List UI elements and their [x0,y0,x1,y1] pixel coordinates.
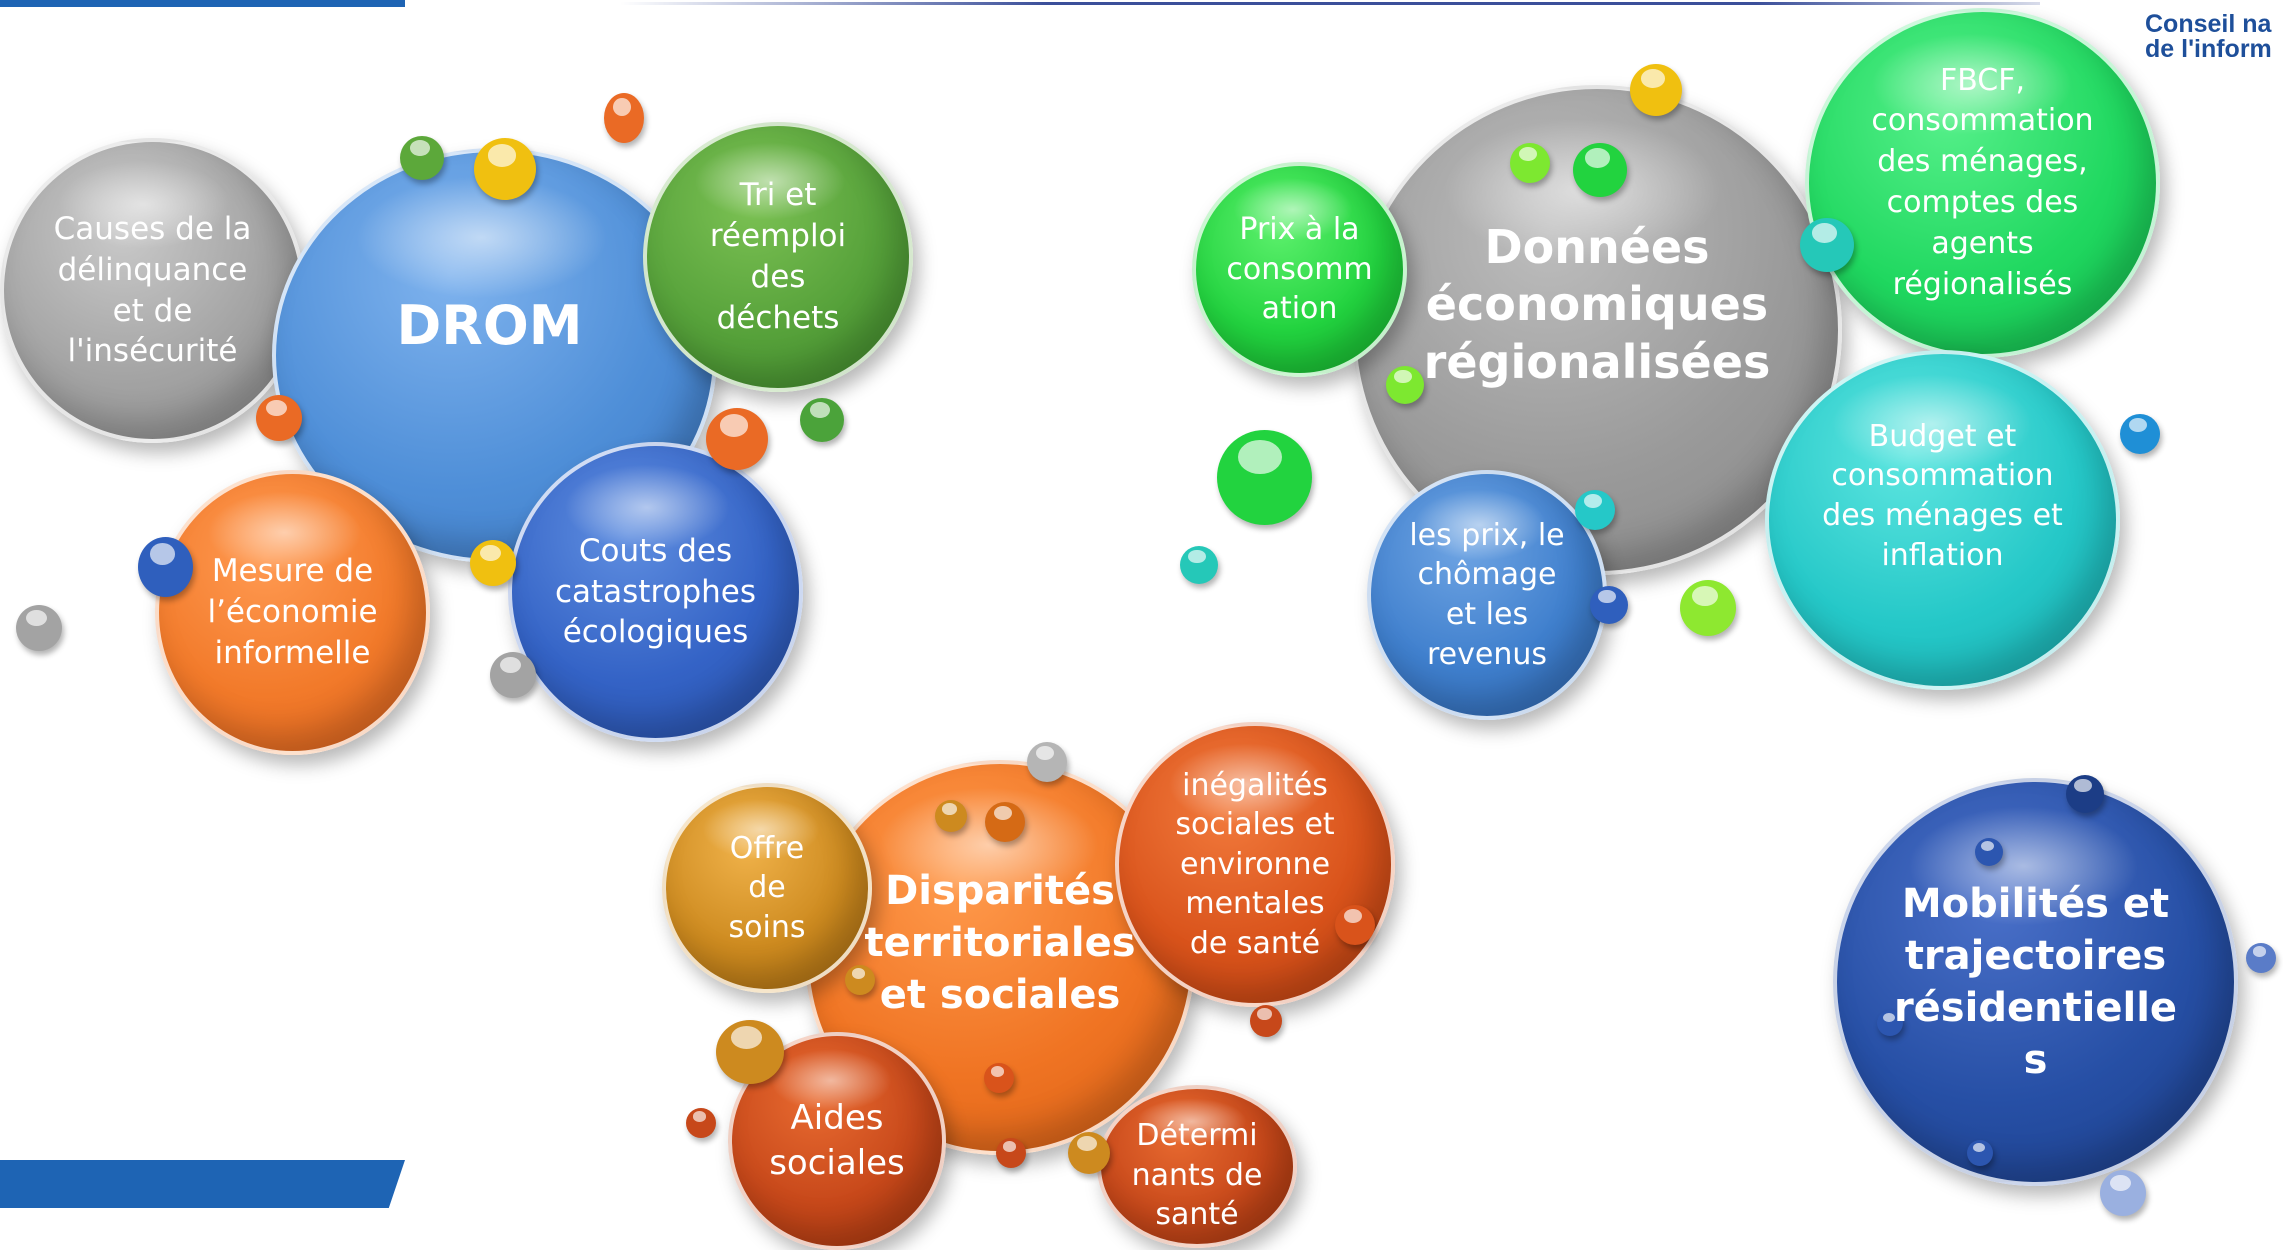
bubble-catastrophes-label: Couts des catastrophes écologiques [554,532,757,651]
bubble-prix-chomage: les prix, le chômage et les revenus [1367,470,1607,720]
dot [1575,490,1615,530]
dot [1800,218,1854,272]
bubble-fbcf: FBCF, consommation des ménages, comptes … [1805,8,2160,358]
bubble-determinants-sante: Détermi nants de santé [1097,1085,1297,1248]
logo-line-2: de l'inform [2145,35,2272,62]
dot [1510,143,1550,183]
dot [16,605,62,651]
dot [1967,1140,1993,1166]
bubble-inegalites-sante-label: inégalités sociales et environne mentale… [1175,767,1335,961]
header-bar [0,0,405,7]
bubble-disparites-label: Disparités territoriales et sociales [864,867,1136,1018]
dot [686,1108,716,1138]
bubble-delinquance: Causes de la délinquance et de l'insécur… [0,138,305,443]
logo: Conseil na de l'inform [2145,12,2283,62]
header-rule [620,2,2040,5]
dot [1217,430,1312,525]
bubble-budget-menages-label: Budget et consommation des ménages et in… [1822,418,2063,573]
dot [845,965,875,995]
bubble-drom-label: DROM [396,293,583,357]
dot [2120,414,2160,454]
bubble-aides-sociales: Aides sociales [728,1032,946,1250]
dot [1335,905,1375,945]
bubble-inegalites-sante: inégalités sociales et environne mentale… [1115,722,1395,1007]
dot [1590,586,1628,624]
bubble-delinquance-label: Causes de la délinquance et de l'insécur… [53,210,252,370]
dot [1680,580,1736,636]
bubble-prix-chomage-label: les prix, le chômage et les revenus [1409,517,1565,672]
dot [985,802,1025,842]
dot [800,398,844,442]
bubble-prix-consommation-label: Prix à la consomm ation [1226,212,1373,327]
bubble-dechets-label: Tri et réemploi des déchets [709,177,847,336]
dot [2100,1170,2146,1216]
bubble-aides-sociales-label: Aides sociales [769,1098,905,1183]
dot [1975,838,2003,866]
dot [1877,1010,1903,1036]
bubble-determinants-sante-label: Détermi nants de santé [1131,1118,1263,1233]
bubble-donnees-economiques-label: Données économiques régionalisées [1423,219,1771,389]
dot [138,537,193,597]
dot [1250,1005,1282,1037]
dot [1027,742,1067,782]
dot [604,93,644,143]
bubble-prix-consommation: Prix à la consomm ation [1192,162,1407,377]
dot [935,800,967,832]
dot [1068,1132,1110,1174]
dot [1386,366,1424,404]
dot [1180,546,1218,584]
dot [716,1020,784,1084]
dot [490,652,536,698]
dot [470,540,516,586]
bubble-economie-informelle-label: Mesure de l’économie informelle [207,553,378,671]
logo-line-1: Conseil na [2145,12,2272,38]
bubble-offre-soins-label: Offre de soins [728,830,806,945]
dot [474,138,536,200]
bubble-budget-menages: Budget et consommation des ménages et in… [1765,350,2120,690]
dot [256,395,302,441]
footer-bar [0,1160,405,1208]
bubble-fbcf-label: FBCF, consommation des ménages, comptes … [1871,62,2094,302]
bubble-economie-informelle: Mesure de l’économie informelle [155,470,430,755]
bubble-offre-soins: Offre de soins [662,783,872,993]
dot [2246,943,2276,973]
dot [2066,775,2104,813]
dot [400,136,444,180]
dot [996,1138,1026,1168]
bubble-dechets: Tri et réemploi des déchets [643,122,913,392]
bubble-catastrophes: Couts des catastrophes écologiques [508,442,803,742]
dot [1630,64,1682,116]
dot [1573,143,1627,197]
dot [984,1063,1014,1093]
bubble-mobilites-label: Mobilités et trajectoires résidentielle … [1893,881,2178,1083]
bubble-mobilites: Mobilités et trajectoires résidentielle … [1833,778,2238,1186]
dot [706,408,768,470]
